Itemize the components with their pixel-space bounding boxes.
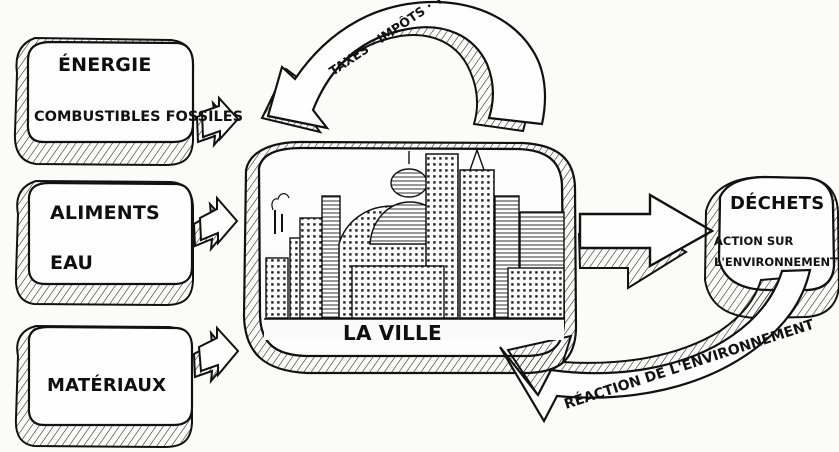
input-arrow-2 <box>192 195 239 253</box>
energy-subtitle: COMBUSTIBLES FOSSILES <box>34 109 243 125</box>
energy-title: ÉNERGIE <box>58 53 152 76</box>
food-title: ALIMENTS <box>50 202 160 224</box>
waste-title: DÉCHETS <box>730 192 824 214</box>
waste-line-2: L'ENVIRONNEMENT <box>714 255 838 269</box>
output-arrow <box>577 192 715 290</box>
input-arrow-1 <box>195 95 240 149</box>
city-label: LA VILLE <box>343 321 442 345</box>
input-box-energy <box>13 36 195 167</box>
materials-title: MATÉRIAUX <box>47 374 166 396</box>
waste-line-1: ACTION SUR <box>714 234 793 248</box>
input-arrow-3 <box>192 325 240 385</box>
bottom-feedback-arrow <box>499 268 812 424</box>
input-box-food-water <box>14 179 194 307</box>
top-loop-arrow <box>260 0 547 134</box>
city-illustration <box>264 147 565 340</box>
water-title: EAU <box>50 252 93 274</box>
input-box-materials <box>14 324 194 449</box>
